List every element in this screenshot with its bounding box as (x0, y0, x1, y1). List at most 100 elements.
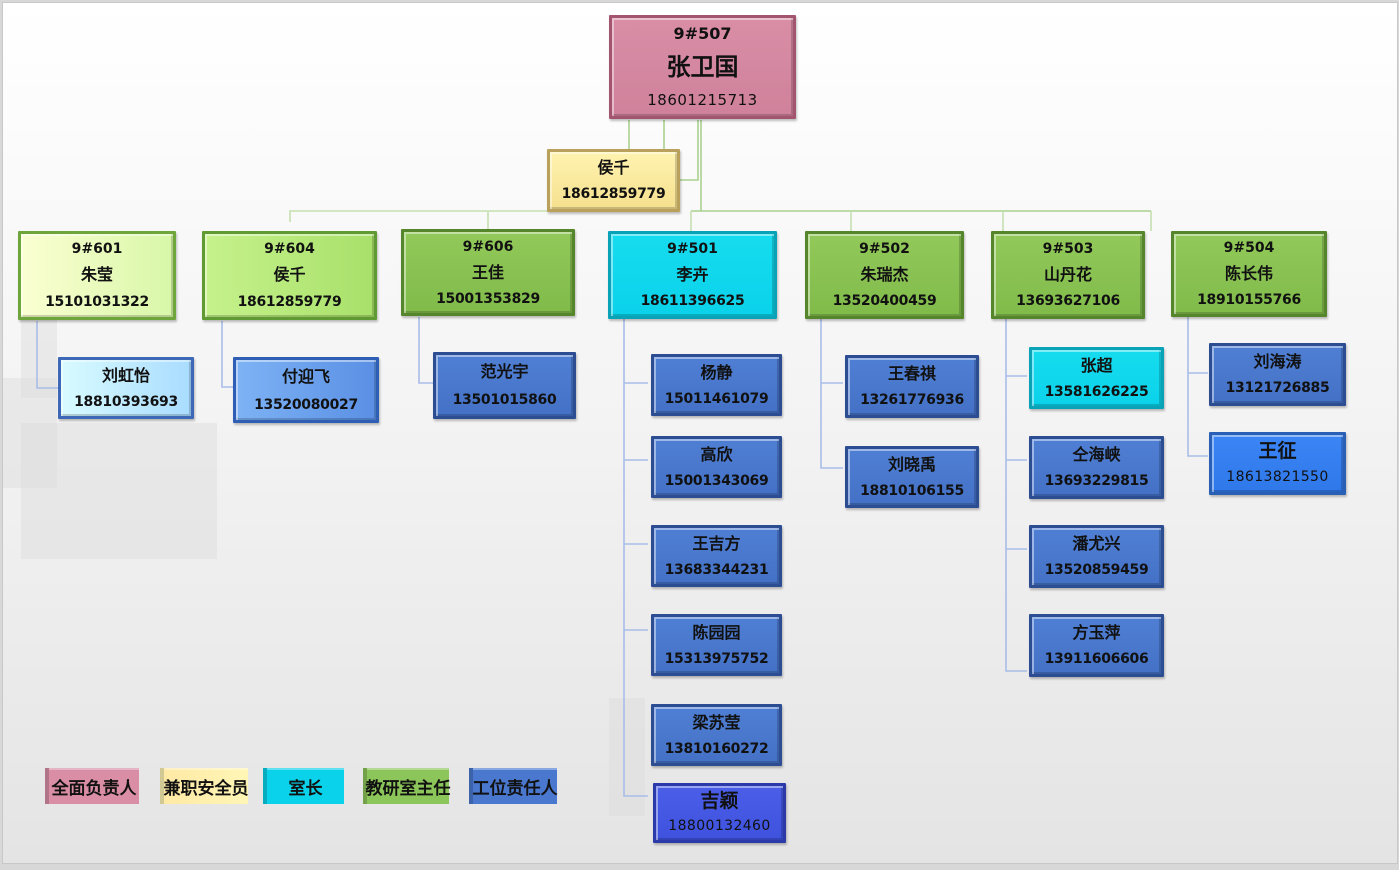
connector-line (418, 317, 433, 384)
connector-lines (36, 120, 1208, 797)
node-workstation[interactable]: 仝海峡 13693229815 (1029, 436, 1164, 499)
person-name: 侯千 (273, 265, 306, 285)
room-number: 9#503 (1042, 240, 1094, 257)
node-workstation[interactable]: 杨静 15011461079 (651, 354, 782, 416)
phone-number: 13810160272 (664, 740, 769, 757)
room-number: 9#601 (71, 240, 123, 257)
phone-number: 18612859779 (237, 294, 342, 311)
connector-line (1187, 317, 1208, 457)
person-name: 范光宇 (480, 361, 529, 381)
legend-room-head: 室长 (263, 768, 344, 804)
phone-number: 13261776936 (860, 392, 964, 409)
node-research-head[interactable]: 9#604 侯千 18612859779 (202, 231, 377, 320)
node-workstation[interactable]: 王吉方 13683344231 (651, 525, 782, 587)
node-workstation-room-head[interactable]: 张超 13581626225 (1029, 347, 1164, 409)
room-number: 9#504 (1223, 240, 1275, 257)
phone-number: 13520080027 (254, 396, 358, 413)
connector-line (678, 120, 699, 181)
node-workstation[interactable]: 刘虹怡 18810393693 (58, 357, 194, 419)
person-name: 侯千 (597, 157, 630, 177)
person-name: 朱瑞杰 (860, 264, 909, 284)
person-name: 刘海涛 (1253, 351, 1302, 371)
phone-number: 18612859779 (561, 186, 666, 203)
person-name: 王佳 (471, 262, 504, 282)
phone-number: 13501015860 (452, 392, 557, 409)
connector-line (820, 319, 843, 469)
phone-number: 13693627106 (1016, 293, 1120, 310)
phone-number: 13911606606 (1044, 651, 1149, 668)
person-name: 潘尤兴 (1072, 533, 1121, 553)
phone-number: 15011461079 (664, 390, 769, 407)
node-workstation[interactable]: 梁苏莹 13810160272 (651, 704, 782, 766)
phone-number: 13520859459 (1044, 562, 1149, 579)
node-workstation[interactable]: 范光宇 13501015860 (433, 352, 576, 419)
background-shadow (21, 308, 57, 398)
connector-line (36, 321, 58, 389)
node-workstation[interactable]: 高欣 15001343069 (651, 436, 782, 498)
person-name: 陈长伟 (1224, 263, 1273, 283)
node-research-head[interactable]: 9#606 王佳 15001353829 (401, 229, 575, 316)
phone-number: 15001353829 (436, 290, 540, 307)
node-workstation[interactable]: 刘晓禹 18810106155 (845, 446, 979, 508)
person-name: 刘虹怡 (101, 365, 150, 385)
person-name: 山丹花 (1043, 264, 1092, 284)
node-workstation[interactable]: 陈园园 15313975752 (651, 614, 782, 676)
node-workstation[interactable]: 方玉萍 13911606606 (1029, 614, 1164, 677)
node-overall-head[interactable]: 9#507 张卫国 18601215713 (609, 15, 796, 119)
person-name: 王征 (1258, 439, 1297, 462)
legend-label: 教研室主任 (365, 778, 451, 799)
person-name: 王春祺 (887, 363, 936, 383)
node-research-head[interactable]: 9#503 山丹花 13693627106 (991, 231, 1145, 319)
legend-label: 工位责任人 (472, 778, 558, 799)
person-name: 吉颖 (700, 790, 739, 812)
node-room-head[interactable]: 9#501 李卉 18611396625 (608, 231, 777, 319)
phone-number: 18910155766 (1197, 291, 1301, 308)
person-name: 陈园园 (692, 622, 741, 642)
person-name: 朱莹 (80, 265, 113, 285)
connector-line (289, 210, 548, 222)
legend-label: 室长 (288, 778, 323, 799)
person-name: 王吉方 (692, 533, 741, 553)
person-name: 梁苏莹 (692, 712, 741, 732)
room-number: 9#606 (462, 238, 514, 255)
person-name: 张卫国 (666, 52, 739, 81)
node-workstation[interactable]: 刘海涛 13121726885 (1209, 343, 1346, 406)
node-workstation[interactable]: 吉颖 18800132460 (653, 783, 786, 843)
node-safety-officer[interactable]: 侯千 18612859779 (547, 149, 680, 212)
phone-number: 18601215713 (647, 91, 758, 110)
phone-number: 13121726885 (1225, 380, 1330, 397)
person-name: 高欣 (700, 444, 733, 464)
node-workstation[interactable]: 付迎飞 13520080027 (233, 357, 379, 423)
person-name: 付迎飞 (281, 366, 330, 386)
legend-overall-head: 全面负责人 (45, 768, 139, 804)
room-number: 9#507 (673, 23, 732, 43)
phone-number: 13683344231 (664, 561, 769, 578)
legend-research-head: 教研室主任 (363, 768, 451, 804)
person-name: 刘晓禹 (887, 454, 936, 474)
room-number: 9#501 (667, 240, 718, 257)
person-name: 杨静 (700, 362, 733, 382)
node-workstation[interactable]: 王征 18613821550 (1209, 432, 1346, 495)
phone-number: 18800132460 (668, 818, 771, 834)
phone-number: 13581626225 (1044, 383, 1149, 400)
legend-label: 兼职安全员 (163, 778, 249, 799)
node-workstation[interactable]: 潘尤兴 13520859459 (1029, 525, 1164, 588)
legend-safety-officer: 兼职安全员 (160, 768, 249, 804)
phone-number: 18810393693 (74, 393, 178, 410)
room-number: 9#502 (859, 240, 910, 257)
room-number: 9#604 (264, 240, 315, 257)
node-research-head[interactable]: 9#504 陈长伟 18910155766 (1171, 231, 1327, 317)
connector-line (1005, 319, 1027, 672)
phone-number: 13693229815 (1044, 473, 1149, 490)
phone-number: 15001343069 (664, 472, 769, 489)
person-name: 仝海峡 (1072, 444, 1121, 464)
connector-line (623, 319, 648, 797)
node-workstation[interactable]: 王春祺 13261776936 (845, 355, 979, 418)
phone-number: 15101031322 (45, 294, 149, 311)
node-research-head[interactable]: 9#502 朱瑞杰 13520400459 (805, 231, 964, 319)
person-name: 方玉萍 (1072, 622, 1121, 642)
phone-number: 15313975752 (664, 650, 769, 667)
phone-number: 18613821550 (1226, 469, 1329, 486)
node-research-head[interactable]: 9#601 朱莹 15101031322 (18, 231, 176, 320)
